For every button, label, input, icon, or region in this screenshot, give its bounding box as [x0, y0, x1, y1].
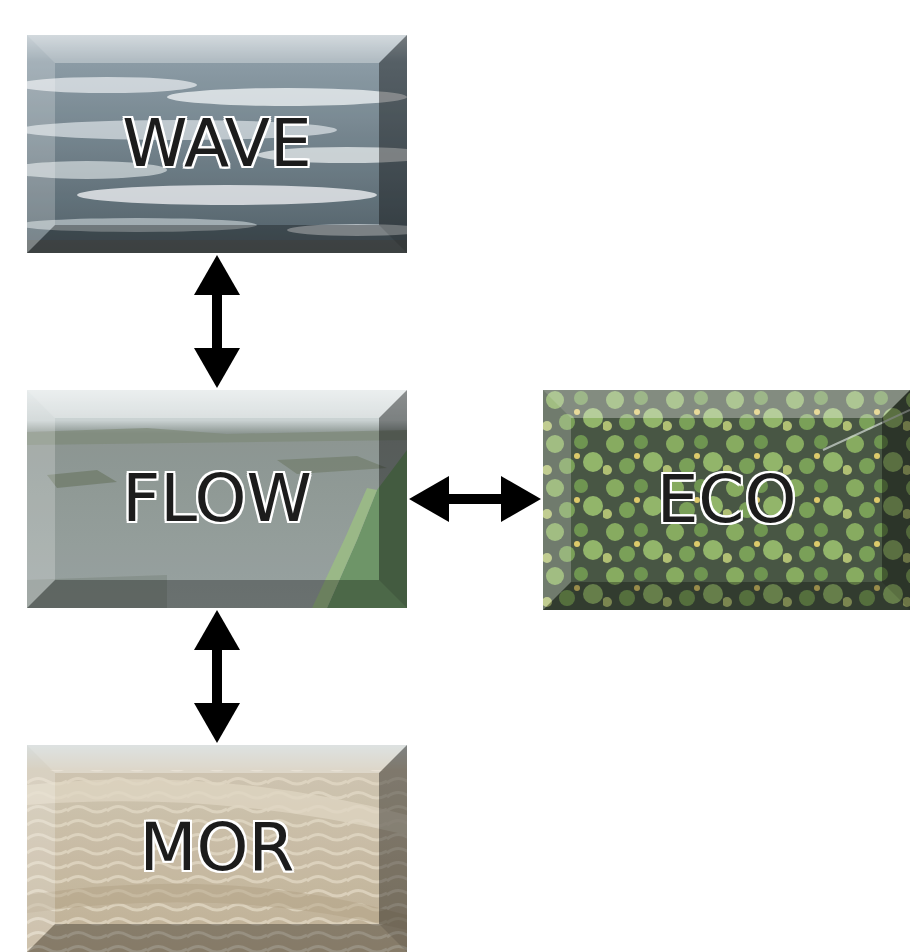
box-label: WAVE: [122, 108, 311, 181]
model-box: ECO: [543, 390, 910, 610]
double-arrow: [449, 494, 501, 504]
model-box: WAVE: [27, 35, 407, 253]
box-label: MOR: [140, 812, 295, 885]
model-box: FLOW: [27, 390, 407, 608]
box-label: ECO: [657, 464, 797, 537]
double-arrow: [212, 650, 222, 703]
box-label: FLOW: [122, 463, 312, 536]
double-arrow: [212, 295, 222, 348]
model-box: MOR: [27, 745, 407, 952]
